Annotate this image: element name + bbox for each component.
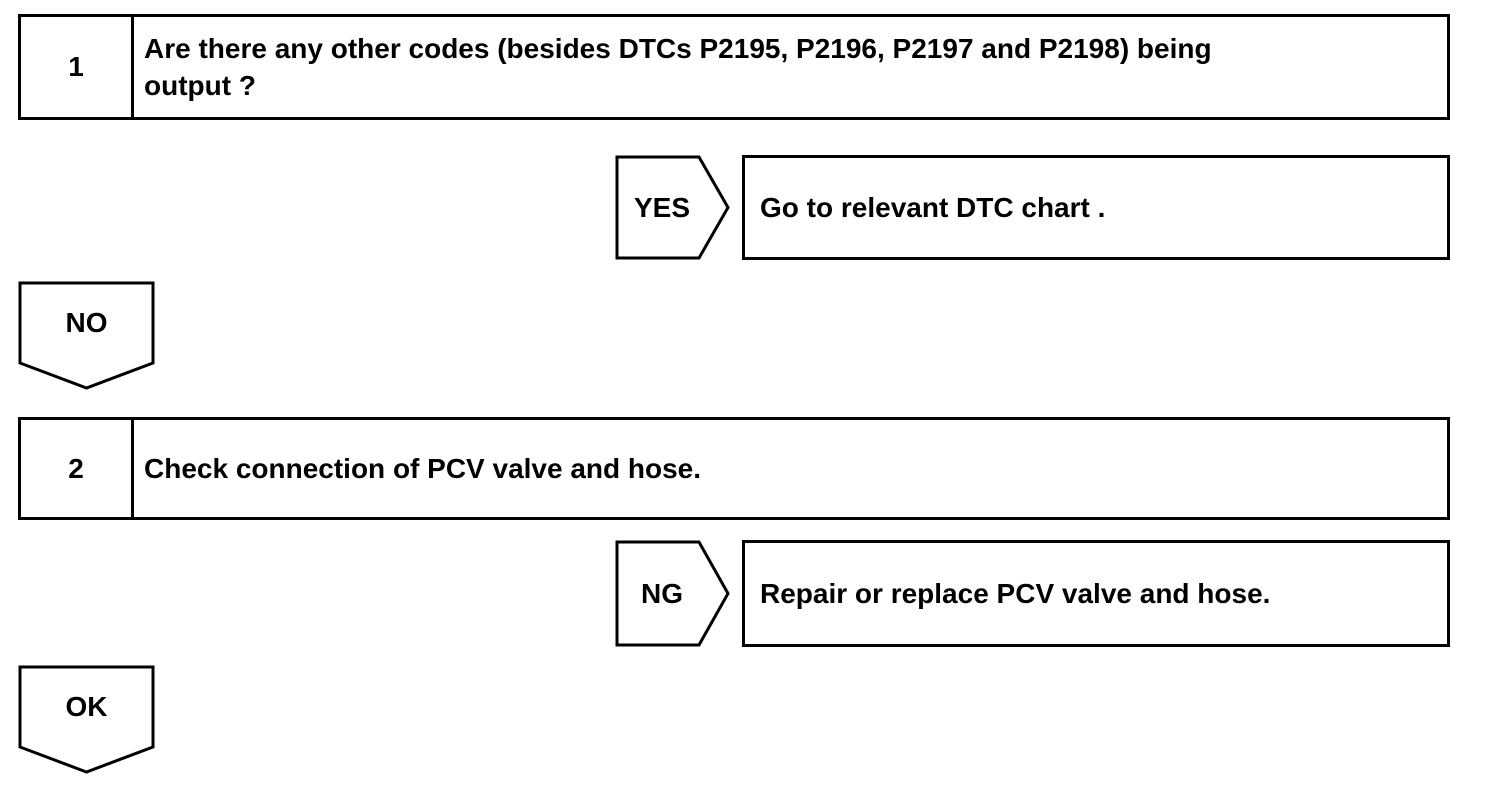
yes-tag: YES — [615, 155, 730, 260]
ng-action-box: Repair or replace PCV valve and hose. — [742, 540, 1450, 647]
no-tag: NO — [18, 281, 155, 390]
step-2-number-cell: 2 — [21, 420, 134, 517]
step-1-question-line-1: Are there any other codes (besides DTCs … — [144, 33, 1212, 64]
ng-pentagon-shape — [615, 540, 730, 647]
step-1-question: Are there any other codes (besides DTCs … — [134, 17, 1447, 117]
step-1-number-cell: 1 — [21, 17, 134, 117]
yes-pentagon-shape — [615, 155, 730, 260]
step-2-question-line-1: Check connection of PCV valve and hose. — [144, 453, 702, 484]
ng-action-text: Repair or replace PCV valve and hose. — [760, 577, 1271, 609]
no-tag-label: NO — [65, 307, 108, 338]
no-pentagon-shape — [18, 281, 155, 390]
step-1-question-line-2: output ? — [144, 70, 256, 101]
ng-tag-label: NG — [641, 577, 683, 609]
ok-tag: OK — [18, 665, 155, 774]
step-1-box: 1 Are there any other codes (besides DTC… — [18, 14, 1450, 120]
ok-pentagon-shape — [18, 665, 155, 774]
step-2-box: 2 Check connection of PCV valve and hose… — [18, 417, 1450, 520]
yes-action-box: Go to relevant DTC chart . — [742, 155, 1450, 260]
step-2-question: Check connection of PCV valve and hose. — [134, 420, 1447, 517]
yes-tag-label: YES — [633, 191, 691, 223]
step-2-number: 2 — [68, 452, 84, 484]
yes-action-text: Go to relevant DTC chart . — [760, 191, 1106, 223]
ng-tag: NG — [615, 540, 730, 647]
ok-tag-label: OK — [65, 691, 108, 722]
step-1-number: 1 — [68, 51, 84, 82]
